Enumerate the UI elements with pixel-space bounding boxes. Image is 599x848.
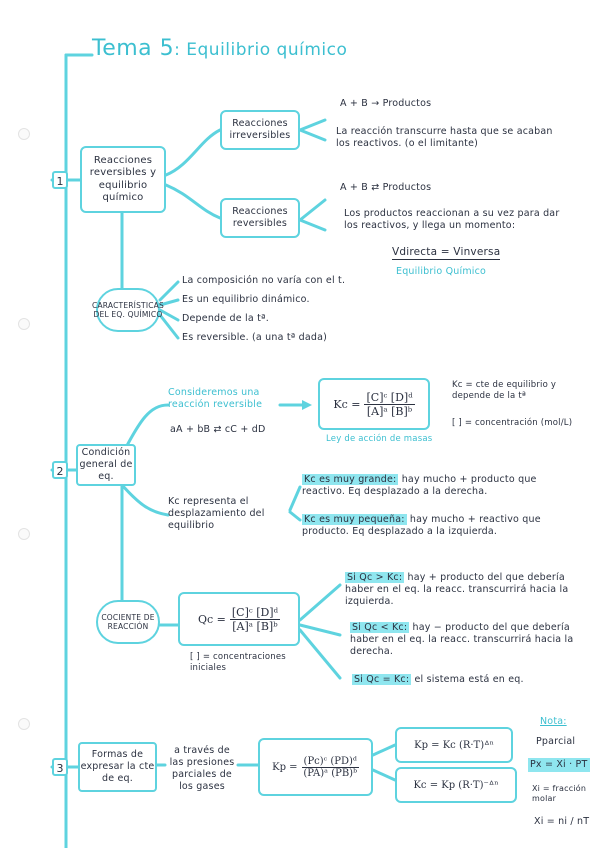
title-sub: : Equilibrio químico	[174, 40, 348, 60]
qc-fraction: [C]ᶜ [D]ᵈ [A]ᵃ [B]ᵇ	[229, 605, 280, 633]
kc-big-highlight: Kc es muy grande:	[302, 474, 399, 485]
note-xi-formula: Xi = ni / nT	[534, 816, 590, 827]
irreversible-box: Reacciones irreversibles	[220, 110, 300, 150]
initial-concentrations-note: [ ] = concentraciones iniciales	[190, 652, 286, 673]
note-partial-pressure: Pparcial	[536, 736, 576, 747]
kp-left: Kp =	[272, 761, 298, 773]
qc-greater-desc: hay + producto del que debería haber en …	[345, 572, 569, 607]
characteristic-item: Es un equilibrio dinámico.	[182, 294, 310, 305]
qc-equal-highlight: Si Qc = Kc:	[352, 674, 412, 685]
qc-greater-text: Si Qc > Kc: hay + producto del que deber…	[345, 572, 577, 608]
reversible-box: Reacciones reversibles	[220, 198, 300, 238]
irreversible-equation: A + B → Productos	[340, 98, 432, 109]
binder-hole	[18, 128, 30, 140]
kp-formula-box: Kp = (Pc)ᶜ (PD)ᵈ (PA)ᵃ (PB)ᵇ	[258, 738, 373, 796]
kc-kp-relation-box: Kc = Kp (R·T)⁻ᐞⁿ	[395, 767, 517, 803]
kc-big-text: Kc es muy grande: hay mucho + producto q…	[302, 474, 552, 498]
kc-big-desc: hay mucho + producto que reactivo. Eq de…	[302, 474, 537, 497]
qc-denominator: [A]ᵃ [B]ᵇ	[232, 619, 278, 633]
characteristics-box: CARACTERÍSTICAS DEL EQ. QUÍMICO	[92, 288, 164, 332]
characteristic-item: Es reversible. (a una tª dada)	[182, 332, 328, 343]
irreversible-description: La reacción transcurre hasta que se acab…	[336, 126, 553, 149]
note-px-formula: Px = Xi · PT	[528, 758, 590, 772]
kc-represents-text: Kc representa el desplazamiento del equi…	[168, 496, 265, 531]
kc-small-desc: hay mucho + reactivo que producto. Eq de…	[302, 514, 541, 537]
qc-less-text: Si Qc < Kc: hay − producto del que deber…	[350, 622, 582, 658]
qc-left: Qc =	[197, 612, 226, 626]
reversible-reactions-box: Reacciones reversibles y equilibrio quím…	[80, 146, 166, 213]
expression-forms-box: Formas de expresar la cte de eq.	[78, 742, 157, 792]
qc-less-highlight: Si Qc < Kc:	[350, 622, 410, 633]
kc-denominator: [A]ᵃ [B]ᵇ	[366, 404, 413, 418]
note-xi-definition: Xi = fracción molar	[532, 784, 587, 803]
kp-denominator: (PA)ᵃ (PB)ᵇ	[303, 767, 358, 779]
kc-left: Kc =	[333, 397, 361, 411]
kp-numerator: (Pc)ᶜ (PD)ᵈ	[301, 755, 359, 768]
kc-definition: Kc = cte de equilibrio y depende de la t…	[452, 380, 557, 401]
kc-formula-box: Kc = [C]ᶜ [D]ᵈ [A]ᵃ [B]ᵇ	[318, 378, 430, 430]
mass-action-law-label: Ley de acción de masas	[326, 434, 433, 444]
qc-equal-text: Si Qc = Kc: el sistema está en eq.	[352, 674, 584, 686]
characteristic-item: Depende de la tª.	[182, 313, 269, 324]
section-number-3: 3	[52, 758, 68, 776]
partial-pressures-description: a través de las presiones parciales de l…	[169, 745, 235, 792]
section-number-1: 1	[52, 171, 68, 189]
kp-kc-relation-box: Kp = Kc (R·T)ᐞⁿ	[395, 727, 513, 763]
kp-fraction: (Pc)ᶜ (PD)ᵈ (PA)ᵃ (PB)ᵇ	[301, 755, 359, 779]
reversible-equation: A + B ⇄ Productos	[340, 182, 432, 193]
reaction-quotient-box: COCIENTE DE REACCIÓN	[96, 600, 160, 644]
general-condition-box: Condición general de eq.	[76, 444, 136, 486]
binder-hole	[18, 318, 30, 330]
concentration-definition: [ ] = concentración (mol/L)	[452, 418, 573, 428]
qc-formula-box: Qc = [C]ᶜ [D]ᵈ [A]ᵃ [B]ᵇ	[178, 592, 300, 646]
consider-text: Consideremos una reacción reversible	[168, 387, 263, 410]
binder-hole	[18, 528, 30, 540]
generic-reaction: aA + bB ⇄ cC + dD	[170, 424, 266, 435]
qc-equal-desc: el sistema está en eq.	[414, 674, 524, 685]
title-main: Tema 5	[92, 36, 175, 61]
qc-less-desc: hay − producto del que debería haber en …	[350, 622, 574, 657]
kc-small-text: Kc es muy pequeña: hay mucho + reactivo …	[302, 514, 577, 538]
page-title: Tema 5: Equilibrio químico	[92, 36, 347, 61]
qc-numerator: [C]ᶜ [D]ᵈ	[229, 605, 280, 620]
chemical-equilibrium-label: Equilibrio Químico	[396, 266, 487, 277]
section-number-2: 2	[52, 461, 68, 479]
characteristic-item: La composición no varía con el t.	[182, 275, 346, 286]
velocity-equality: Vdirecta = Vinversa	[392, 246, 501, 261]
kc-numerator: [C]ᶜ [D]ᵈ	[364, 390, 415, 405]
note-title: Nota:	[540, 716, 567, 727]
reversible-description: Los productos reaccionan a su vez para d…	[344, 208, 560, 231]
kc-small-highlight: Kc es muy pequeña:	[302, 514, 407, 525]
kc-fraction: [C]ᶜ [D]ᵈ [A]ᵃ [B]ᵇ	[364, 390, 415, 418]
qc-greater-highlight: Si Qc > Kc:	[345, 572, 405, 583]
binder-hole	[18, 718, 30, 730]
